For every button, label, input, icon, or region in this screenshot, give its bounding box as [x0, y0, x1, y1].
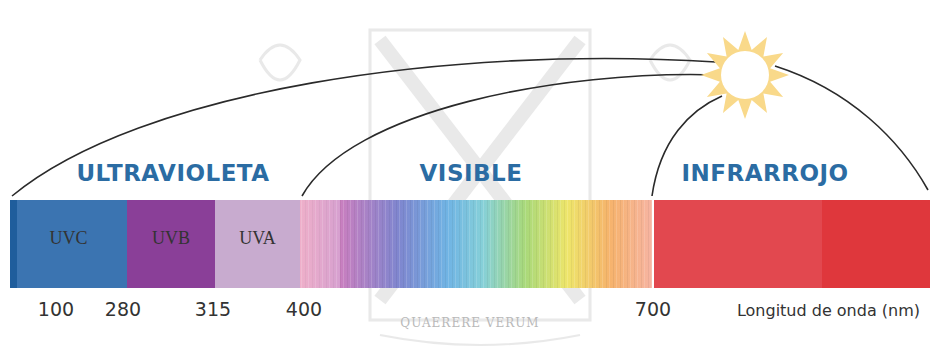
region-heading: VISIBLE — [420, 160, 523, 186]
infrared-band-far — [822, 200, 930, 288]
band-label: UVB — [152, 228, 190, 249]
uvb-band: UVB — [127, 200, 215, 288]
arc-lines — [12, 59, 928, 196]
uva-band: UVA — [215, 200, 300, 288]
wavelength-tick: 280 — [105, 298, 141, 320]
region-heading: ULTRAVIOLETA — [76, 160, 269, 186]
visible-band — [300, 200, 652, 288]
visible-fade — [300, 200, 340, 288]
wavelength-tick: 700 — [635, 298, 671, 320]
band-divider — [652, 200, 654, 288]
watermark: QUAERERE VERUM — [400, 316, 539, 330]
infrared-band — [652, 200, 822, 288]
region-heading: INFRARROJO — [681, 160, 848, 186]
wavelength-tick: 100 — [38, 298, 74, 320]
visible-streaks — [300, 200, 652, 288]
sun-icon — [701, 31, 789, 119]
uvc-band: UVC — [10, 200, 127, 288]
axis-title: Longitud de onda (nm) — [737, 301, 920, 320]
band-label: UVA — [239, 228, 276, 249]
band-label: UVC — [49, 228, 87, 249]
wavelength-tick: 400 — [286, 298, 322, 320]
wavelength-tick: 315 — [195, 298, 231, 320]
